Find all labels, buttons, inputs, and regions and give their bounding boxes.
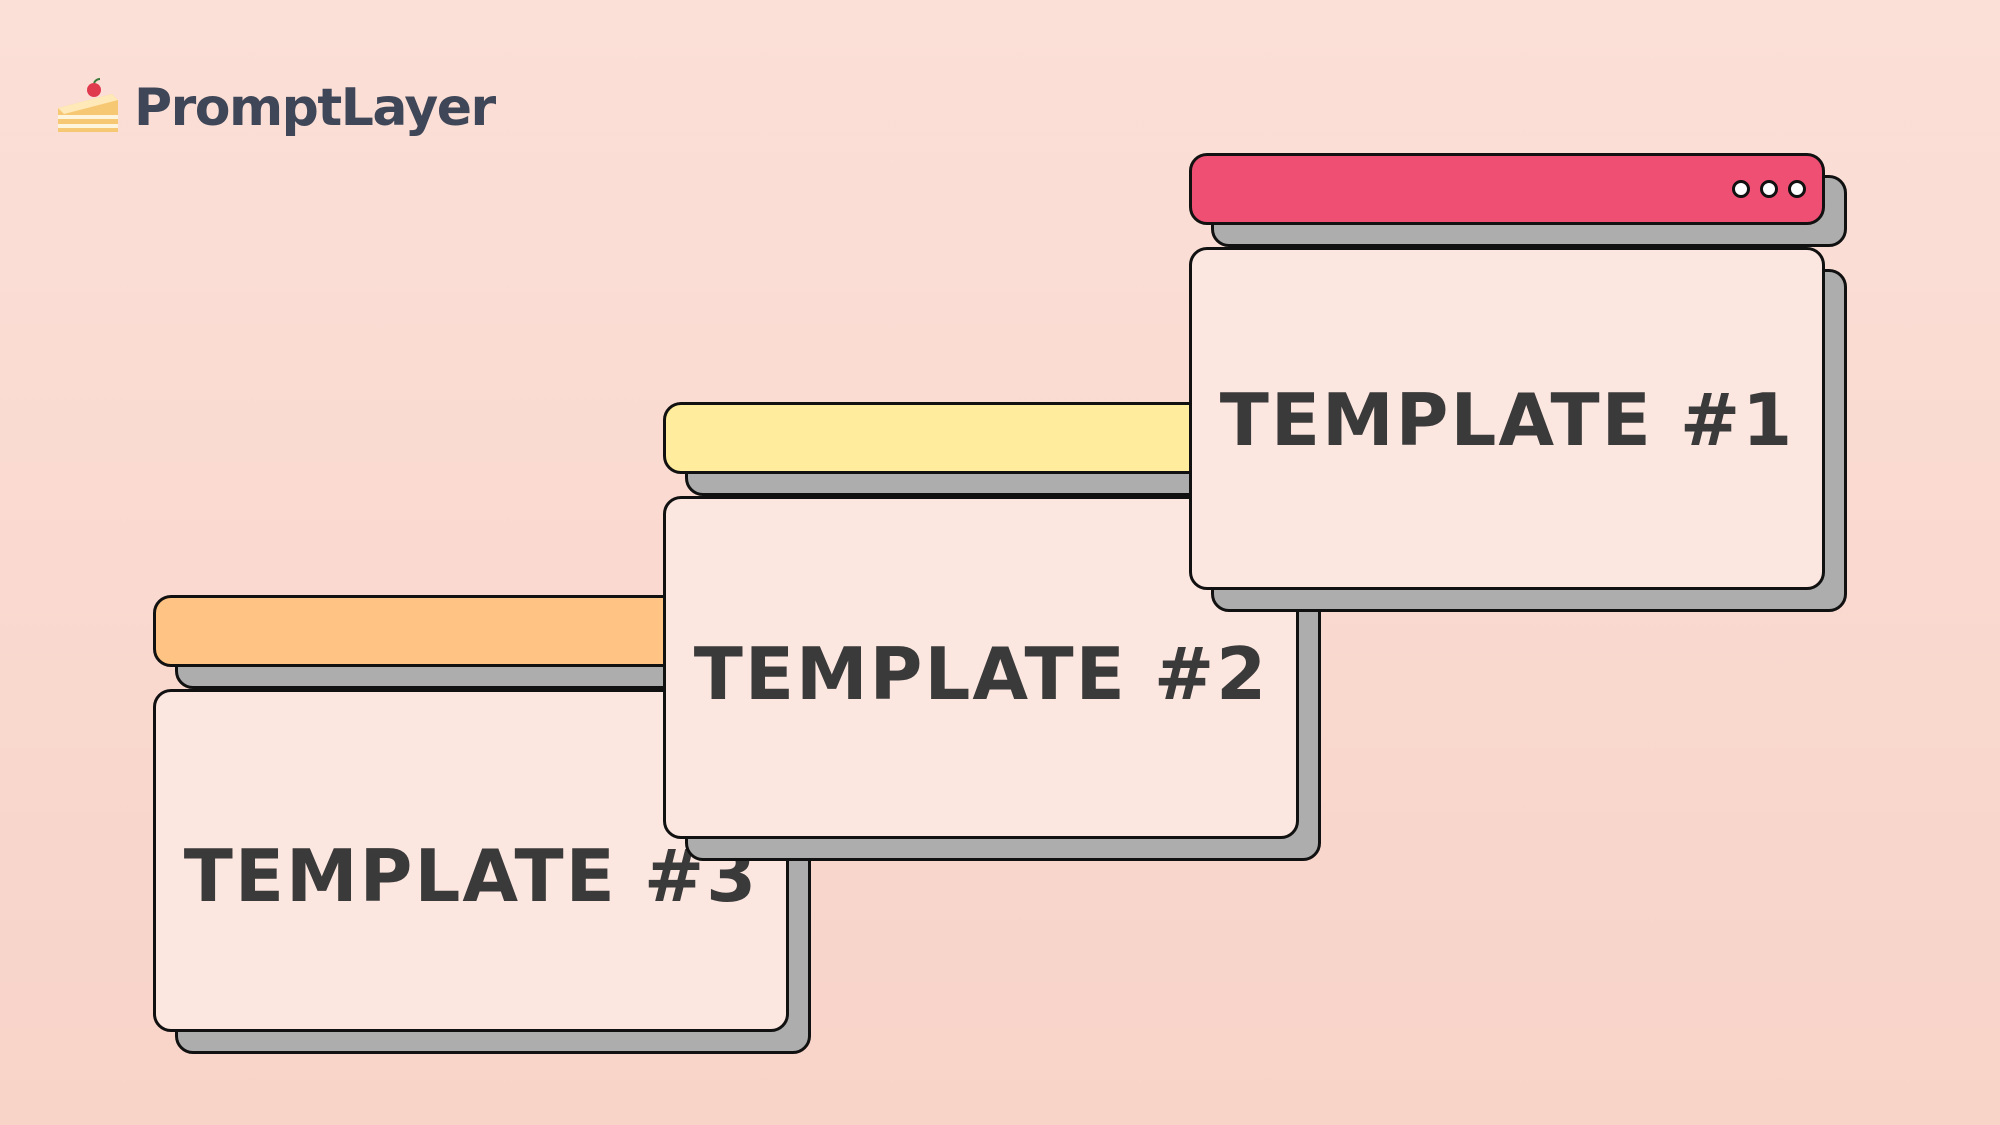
template-label: TEMPLATE #3 (183, 833, 759, 918)
cake-slice-icon (58, 78, 118, 132)
template-label: TEMPLATE #1 (1219, 378, 1795, 462)
window-dot-icon[interactable] (1788, 180, 1806, 198)
window-dot-icon[interactable] (1760, 180, 1778, 198)
brand-logo: PromptLayer (56, 78, 496, 138)
window-controls (1732, 180, 1806, 198)
brand-name: PromptLayer (134, 78, 496, 138)
template-label: TEMPLATE #2 (693, 632, 1269, 716)
window-titlebar[interactable] (1189, 153, 1825, 225)
window-dot-icon[interactable] (1732, 180, 1750, 198)
window-body: TEMPLATE #1 (1189, 247, 1825, 590)
template-window-1[interactable]: TEMPLATE #1 (1189, 153, 1847, 612)
